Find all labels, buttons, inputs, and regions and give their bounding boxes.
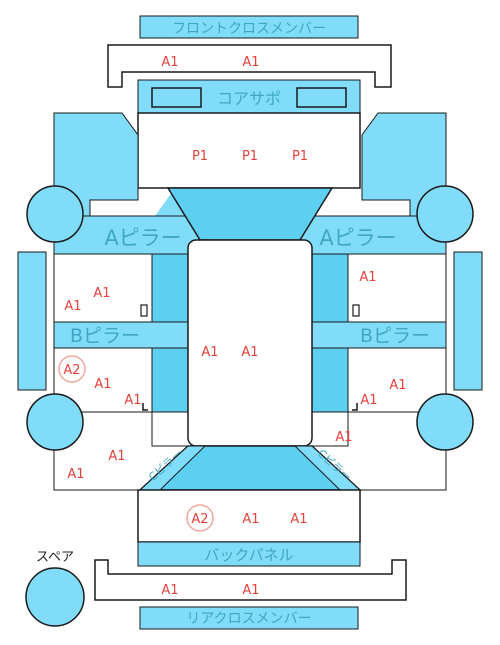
b-pillar-right-label: Bピラー bbox=[360, 325, 430, 347]
headlight-left bbox=[151, 87, 202, 108]
damage-code: A1 bbox=[242, 55, 259, 70]
front-cross-member-label: フロントクロスメンバー bbox=[172, 21, 326, 37]
hood-area[interactable] bbox=[137, 112, 361, 189]
rear-door-latch-left bbox=[142, 403, 148, 411]
damage-code: A2 bbox=[191, 512, 208, 527]
rear-cross-member-panel[interactable] bbox=[139, 606, 359, 630]
b-pillar-right[interactable] bbox=[311, 321, 447, 349]
a-pillar-right-label: Aピラー bbox=[319, 226, 396, 250]
damage-code: A2 bbox=[63, 363, 80, 378]
damage-code: A1 bbox=[161, 55, 178, 70]
front-cross-member-panel[interactable] bbox=[139, 15, 359, 39]
damage-code: A1 bbox=[389, 378, 406, 393]
spare-tire[interactable] bbox=[25, 567, 85, 627]
a-pillar-left-label: Aピラー bbox=[104, 226, 181, 250]
b-pillar-left-label: Bピラー bbox=[70, 325, 140, 347]
side-sill-right[interactable] bbox=[453, 251, 483, 391]
front-right-tire[interactable] bbox=[416, 185, 474, 243]
damage-code: A1 bbox=[161, 583, 178, 598]
damage-code: A1 bbox=[108, 449, 125, 464]
damage-code: A1 bbox=[335, 430, 352, 445]
back-panel-label: バックパネル bbox=[204, 546, 293, 564]
b-pillar-left[interactable] bbox=[53, 321, 189, 349]
damage-code: A1 bbox=[242, 583, 259, 598]
roof[interactable] bbox=[187, 239, 313, 447]
rear-door-latch-right bbox=[352, 403, 358, 411]
spare-tire-caption: スペア bbox=[36, 550, 74, 565]
damage-code: P1 bbox=[242, 149, 258, 164]
damage-code: A1 bbox=[93, 286, 110, 301]
damage-code: A1 bbox=[94, 377, 111, 392]
damage-code: A1 bbox=[242, 512, 259, 527]
headlight-right bbox=[296, 87, 347, 108]
rear-right-tire[interactable] bbox=[416, 393, 474, 451]
damage-code: A1 bbox=[64, 299, 81, 314]
damage-code: A1 bbox=[124, 393, 141, 408]
damage-code: A1 bbox=[241, 345, 258, 360]
side-sill-left[interactable] bbox=[17, 251, 47, 391]
door-handle-right bbox=[352, 304, 360, 317]
front-cross-member-bracket bbox=[107, 44, 392, 88]
damage-code: P1 bbox=[292, 149, 308, 164]
damage-code: A1 bbox=[201, 345, 218, 360]
front-left-tire[interactable] bbox=[26, 185, 84, 243]
a2-marker-ring bbox=[58, 355, 86, 383]
rear-cross-member-label: リアクロスメンバー bbox=[186, 611, 311, 627]
damage-code: P1 bbox=[192, 149, 208, 164]
front-door-right[interactable] bbox=[347, 253, 447, 323]
damage-code: A1 bbox=[67, 467, 84, 482]
trunk-lid[interactable] bbox=[137, 489, 361, 543]
a2-marker-ring bbox=[186, 504, 214, 532]
door-handle-left bbox=[140, 304, 148, 317]
rear-left-tire[interactable] bbox=[26, 393, 84, 451]
back-panel[interactable] bbox=[137, 541, 361, 567]
rear-cross-member-bracket bbox=[94, 559, 407, 601]
damage-code: A1 bbox=[360, 393, 377, 408]
core-support-label: コアサポ bbox=[217, 89, 281, 108]
damage-code: A1 bbox=[359, 270, 376, 285]
damage-code: A1 bbox=[290, 512, 307, 527]
